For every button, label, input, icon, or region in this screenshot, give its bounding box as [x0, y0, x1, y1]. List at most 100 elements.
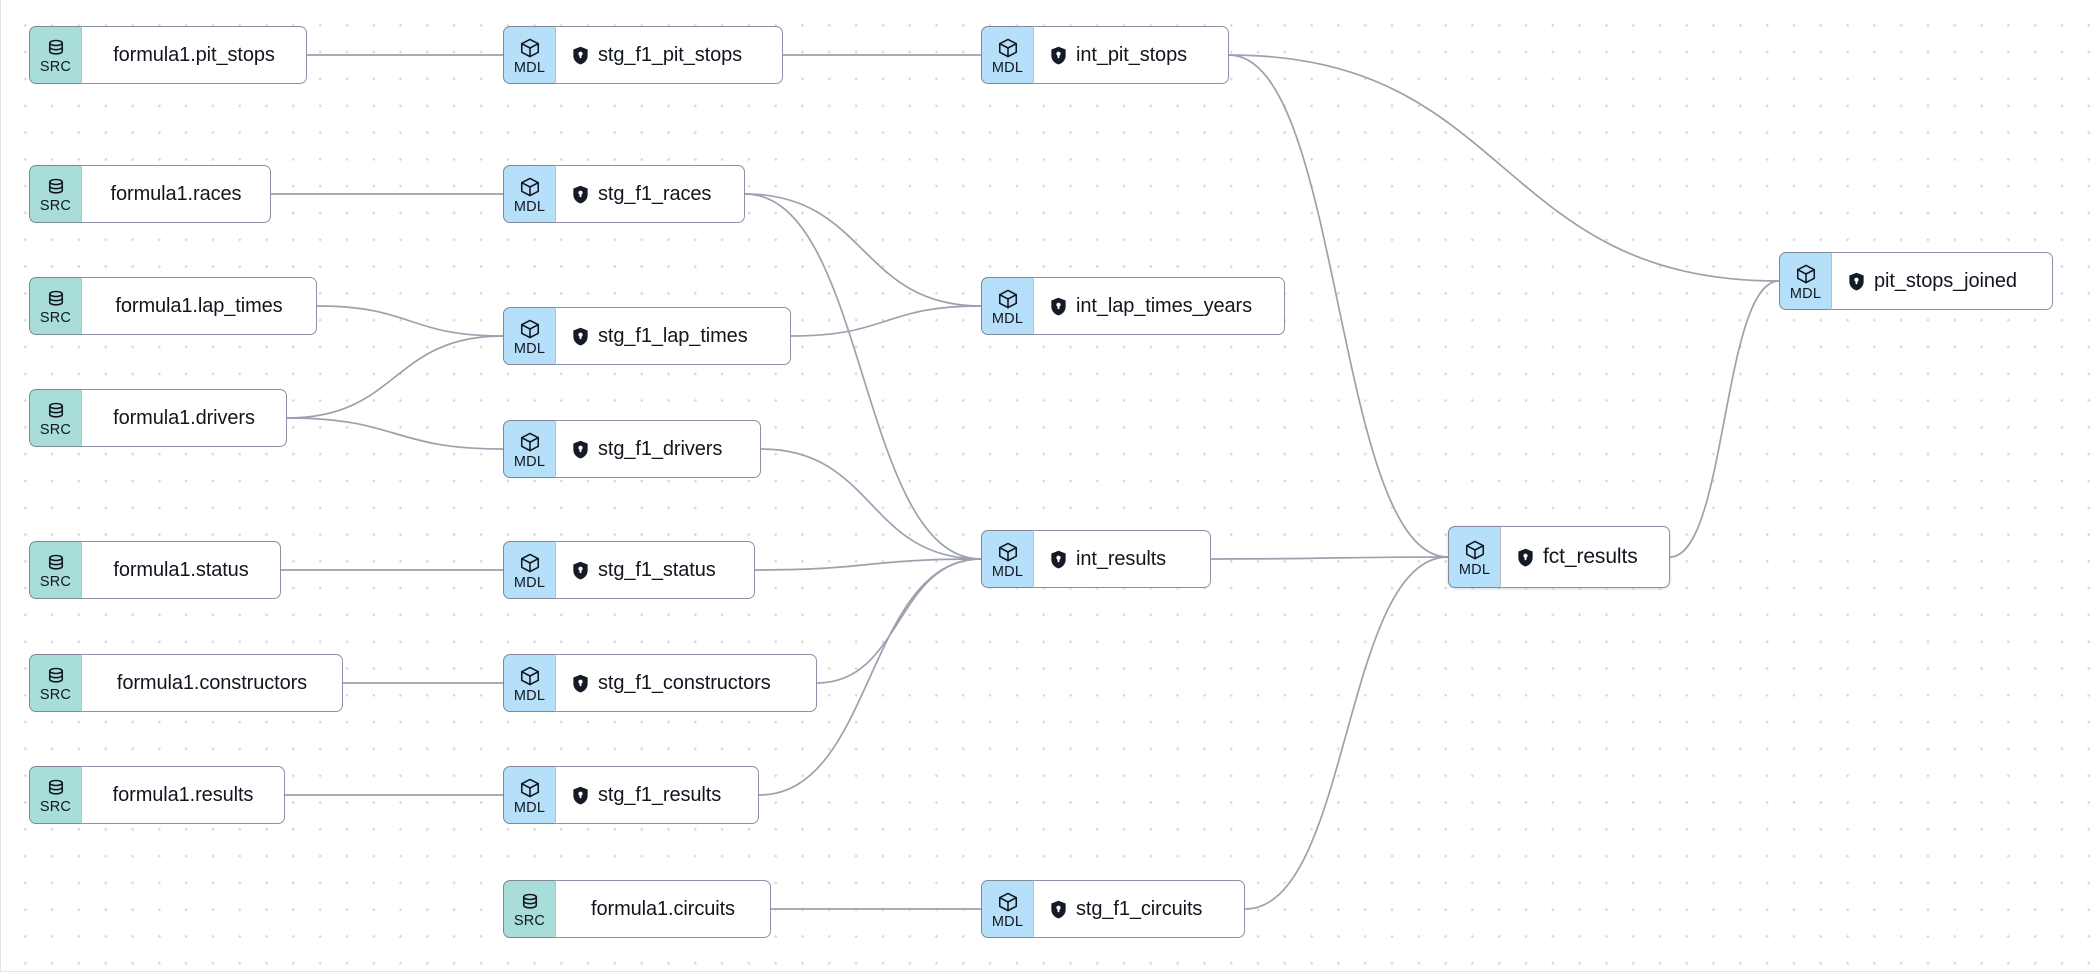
source-badge: SRC — [29, 277, 81, 335]
node-body[interactable]: stg_f1_races — [555, 165, 745, 223]
node-type-code: MDL — [991, 914, 1024, 930]
source-badge: SRC — [29, 389, 81, 447]
node-label: int_lap_times_years — [1076, 294, 1252, 317]
node-label: formula1.races — [110, 182, 242, 205]
node-label: int_results — [1076, 547, 1167, 570]
source-badge: SRC — [29, 766, 81, 824]
node-type-code: MDL — [991, 564, 1024, 580]
node-body[interactable]: int_pit_stops — [1033, 26, 1229, 84]
model-badge: MDL — [503, 654, 555, 712]
node-type-code: SRC — [39, 799, 72, 815]
graph-node-stg_constructors[interactable]: MDL stg_f1_constructors — [503, 654, 817, 712]
lineage-edge-e4 — [286, 335, 504, 419]
node-label: fct_results — [1543, 545, 1638, 568]
cube-icon — [997, 891, 1019, 913]
lineage-edge-e16 — [816, 558, 982, 684]
source-badge: SRC — [29, 26, 81, 84]
shield-icon — [572, 440, 589, 459]
graph-node-src_status[interactable]: SRC formula1.status — [29, 541, 281, 599]
node-body[interactable]: stg_f1_drivers — [555, 420, 761, 478]
graph-node-src_pit_stops[interactable]: SRC formula1.pit_stops — [29, 26, 307, 84]
node-type-code: MDL — [513, 454, 546, 470]
cube-icon — [1464, 539, 1486, 561]
shield-icon — [1050, 900, 1067, 919]
node-body[interactable]: formula1.circuits — [555, 880, 771, 938]
node-label: formula1.drivers — [113, 406, 255, 429]
node-body[interactable]: pit_stops_joined — [1831, 252, 2053, 310]
shield-icon — [572, 674, 589, 693]
node-body[interactable]: stg_f1_results — [555, 766, 759, 824]
lineage-edge-e20 — [1210, 556, 1449, 560]
node-body[interactable]: stg_f1_pit_stops — [555, 26, 783, 84]
node-label: formula1.lap_times — [115, 294, 283, 317]
node-type-code: MDL — [1789, 286, 1822, 302]
node-body[interactable]: stg_f1_circuits — [1033, 880, 1245, 938]
node-body[interactable]: stg_f1_constructors — [555, 654, 817, 712]
database-icon — [46, 177, 66, 197]
graph-node-stg_circuits[interactable]: MDL stg_f1_circuits — [981, 880, 1245, 938]
source-badge: SRC — [29, 165, 81, 223]
graph-node-src_drivers[interactable]: SRC formula1.drivers — [29, 389, 287, 447]
node-label: stg_f1_races — [598, 182, 712, 205]
node-type-code: SRC — [39, 59, 72, 75]
node-type-code: MDL — [513, 800, 546, 816]
node-type-code: MDL — [1458, 562, 1491, 578]
node-type-code: MDL — [991, 311, 1024, 327]
graph-node-src_races[interactable]: SRC formula1.races — [29, 165, 271, 223]
node-body[interactable]: formula1.results — [81, 766, 285, 824]
model-badge: MDL — [981, 26, 1033, 84]
node-type-code: MDL — [513, 688, 546, 704]
graph-node-int_pit_stops[interactable]: MDL int_pit_stops — [981, 26, 1229, 84]
shield-icon — [1050, 297, 1067, 316]
shield-icon — [1050, 46, 1067, 65]
graph-node-int_results[interactable]: MDL int_results — [981, 530, 1211, 588]
cube-icon — [519, 431, 541, 453]
node-label: stg_f1_drivers — [598, 437, 723, 460]
model-badge: MDL — [503, 541, 555, 599]
node-body[interactable]: int_lap_times_years — [1033, 277, 1285, 335]
node-body[interactable]: formula1.races — [81, 165, 271, 223]
node-type-code: MDL — [991, 60, 1024, 76]
database-icon — [46, 289, 66, 309]
shield-icon — [1517, 548, 1534, 567]
node-label: stg_f1_circuits — [1076, 897, 1203, 920]
cube-icon — [519, 552, 541, 574]
lineage-edge-e13 — [790, 305, 982, 337]
node-body[interactable]: formula1.drivers — [81, 389, 287, 447]
node-type-code: SRC — [39, 310, 72, 326]
model-badge: MDL — [503, 165, 555, 223]
graph-node-stg_races[interactable]: MDL stg_f1_races — [503, 165, 745, 223]
model-badge: MDL — [981, 530, 1033, 588]
graph-node-int_lap_times_years[interactable]: MDL int_lap_times_years — [981, 277, 1285, 335]
shield-icon — [572, 327, 589, 346]
node-type-code: SRC — [39, 574, 72, 590]
node-body[interactable]: formula1.lap_times — [81, 277, 317, 335]
node-body[interactable]: formula1.status — [81, 541, 281, 599]
node-body[interactable]: int_results — [1033, 530, 1211, 588]
database-icon — [46, 38, 66, 58]
node-body[interactable]: stg_f1_lap_times — [555, 307, 791, 365]
node-body[interactable]: fct_results — [1500, 526, 1670, 588]
lineage-edge-e3 — [316, 305, 504, 337]
node-body[interactable]: stg_f1_status — [555, 541, 755, 599]
graph-node-src_results[interactable]: SRC formula1.results — [29, 766, 285, 824]
graph-node-stg_drivers[interactable]: MDL stg_f1_drivers — [503, 420, 761, 478]
node-body[interactable]: formula1.pit_stops — [81, 26, 307, 84]
graph-node-fct_results[interactable]: MDL fct_results — [1448, 526, 1670, 588]
source-badge: SRC — [503, 880, 555, 938]
graph-node-pit_stops_joined[interactable]: MDL pit_stops_joined — [1779, 252, 2053, 310]
graph-node-stg_results[interactable]: MDL stg_f1_results — [503, 766, 759, 824]
shield-icon — [572, 786, 589, 805]
lineage-edge-e12 — [744, 193, 982, 560]
graph-node-src_lap_times[interactable]: SRC formula1.lap_times — [29, 277, 317, 335]
shield-icon — [572, 561, 589, 580]
node-body[interactable]: formula1.constructors — [81, 654, 343, 712]
cube-icon — [519, 318, 541, 340]
